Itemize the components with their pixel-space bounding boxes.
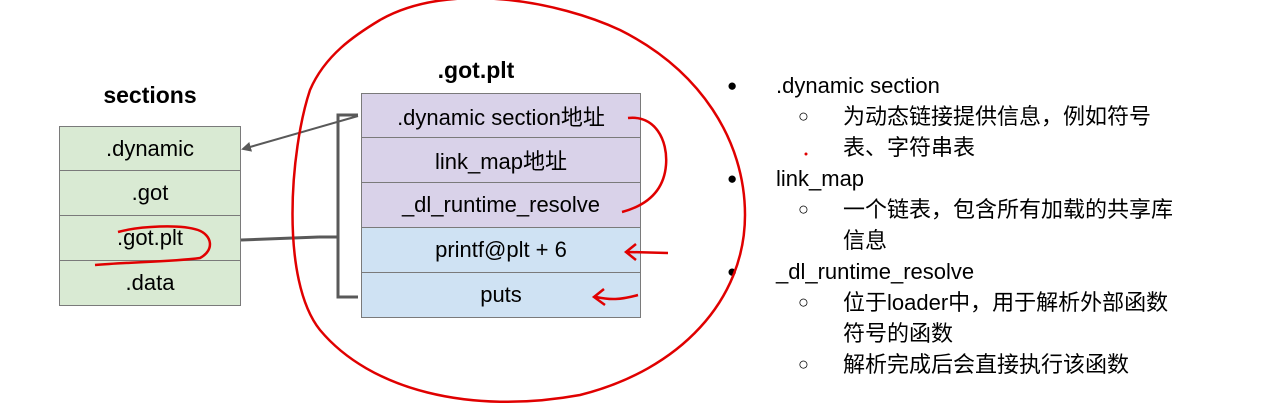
got-plt-table: .dynamic section地址 link_map地址 _dl_runtim… [361, 93, 641, 318]
got-plt-title: .got.plt [437, 57, 515, 83]
sections-table: .dynamic .got .got.plt .data [59, 126, 241, 306]
note-dynamic-section-detail: 为动态链接提供信息，例如符号表、字符串表 [727, 101, 1183, 163]
note-link-map: link_map [727, 163, 1183, 194]
note-dl-runtime-resolve-detail-2: 解析完成后会直接执行该函数 [727, 349, 1183, 380]
notes-list: .dynamic section 为动态链接提供信息，例如符号表、字符串表 li… [727, 70, 1183, 380]
got-plt-bracket [319, 113, 358, 299]
got-entry-dynamic-address: .dynamic section地址 [361, 93, 641, 138]
note-link-map-detail: 一个链表，包含所有加载的共享库信息 [727, 194, 1183, 256]
got-entry-link-map-address: link_map地址 [361, 138, 641, 183]
red-printf-mark [623, 243, 669, 261]
red-circle-annotation [291, 0, 747, 404]
red-curve-annotation [621, 116, 668, 214]
note-dl-runtime-resolve: _dl_runtime_resolve [727, 256, 1183, 287]
got-entry-printf: printf@plt + 6 [361, 228, 641, 273]
red-got-plt-underline [94, 225, 212, 267]
note-dl-runtime-resolve-detail-1: 位于loader中，用于解析外部函数符号的函数 [727, 287, 1183, 349]
section-got: .got [59, 171, 241, 216]
sections-title: sections [103, 82, 197, 108]
red-dot [804, 152, 808, 156]
got-entry-dl-runtime-resolve: _dl_runtime_resolve [361, 183, 641, 228]
section-data: .data [59, 261, 241, 306]
red-puts-mark [591, 288, 639, 307]
section-dynamic: .dynamic [59, 126, 241, 171]
section-to-got-connector [240, 235, 320, 242]
note-dynamic-section: .dynamic section [727, 70, 1183, 101]
